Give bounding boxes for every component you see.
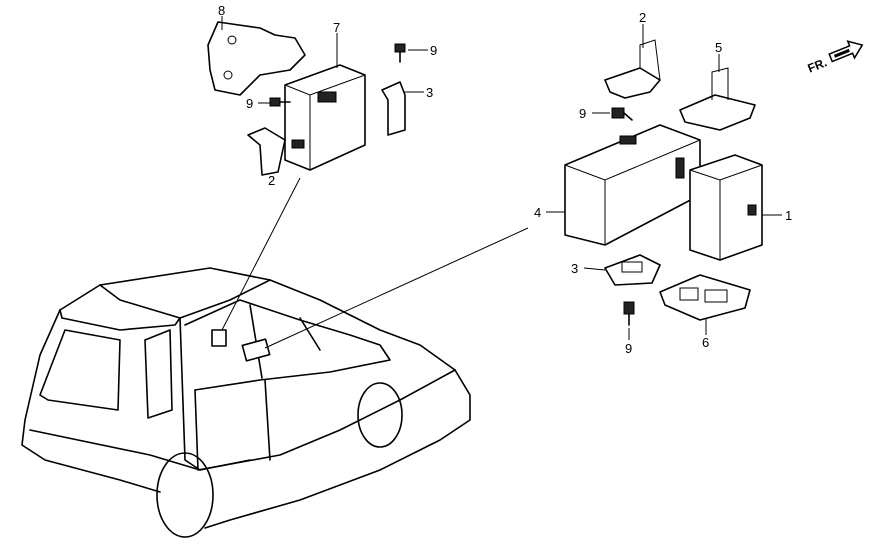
callout-3: 3 (571, 261, 578, 276)
control-unit-7 (284, 64, 366, 171)
bolt-9-left-top (394, 43, 406, 63)
bracket-3-left (381, 81, 406, 136)
leader-line-right (264, 227, 529, 349)
bracket-2-left (247, 127, 286, 176)
callout-9: 9 (246, 96, 253, 111)
control-unit-1 (689, 154, 763, 261)
front-direction-indicator: FR. (806, 40, 864, 76)
front-label: FR. (806, 55, 829, 75)
bracket-8 (207, 21, 306, 96)
callout-9: 9 (625, 341, 632, 356)
vehicle-outline (21, 267, 471, 538)
callout-9: 9 (430, 43, 437, 58)
callout-2: 2 (268, 173, 275, 188)
bolt-9-left (269, 97, 291, 107)
bracket-5-right (679, 67, 756, 131)
callout-5: 5 (715, 40, 722, 55)
callout-4: 4 (534, 205, 541, 220)
bolt-9-right-bottom (623, 301, 635, 326)
callout-8: 8 (218, 3, 225, 18)
control-unit-4 (564, 124, 701, 246)
callout-3: 3 (426, 85, 433, 100)
bolt-9-right-top (611, 107, 633, 121)
callout-2: 2 (639, 10, 646, 25)
callout-6: 6 (702, 335, 709, 350)
leader-line-left (221, 177, 301, 331)
callout-7: 7 (333, 20, 340, 35)
callout-1: 1 (785, 208, 792, 223)
bracket-6-right (659, 274, 751, 321)
callout-9: 9 (579, 106, 586, 121)
bracket-2-right (604, 39, 661, 99)
bracket-3-right (604, 254, 661, 286)
